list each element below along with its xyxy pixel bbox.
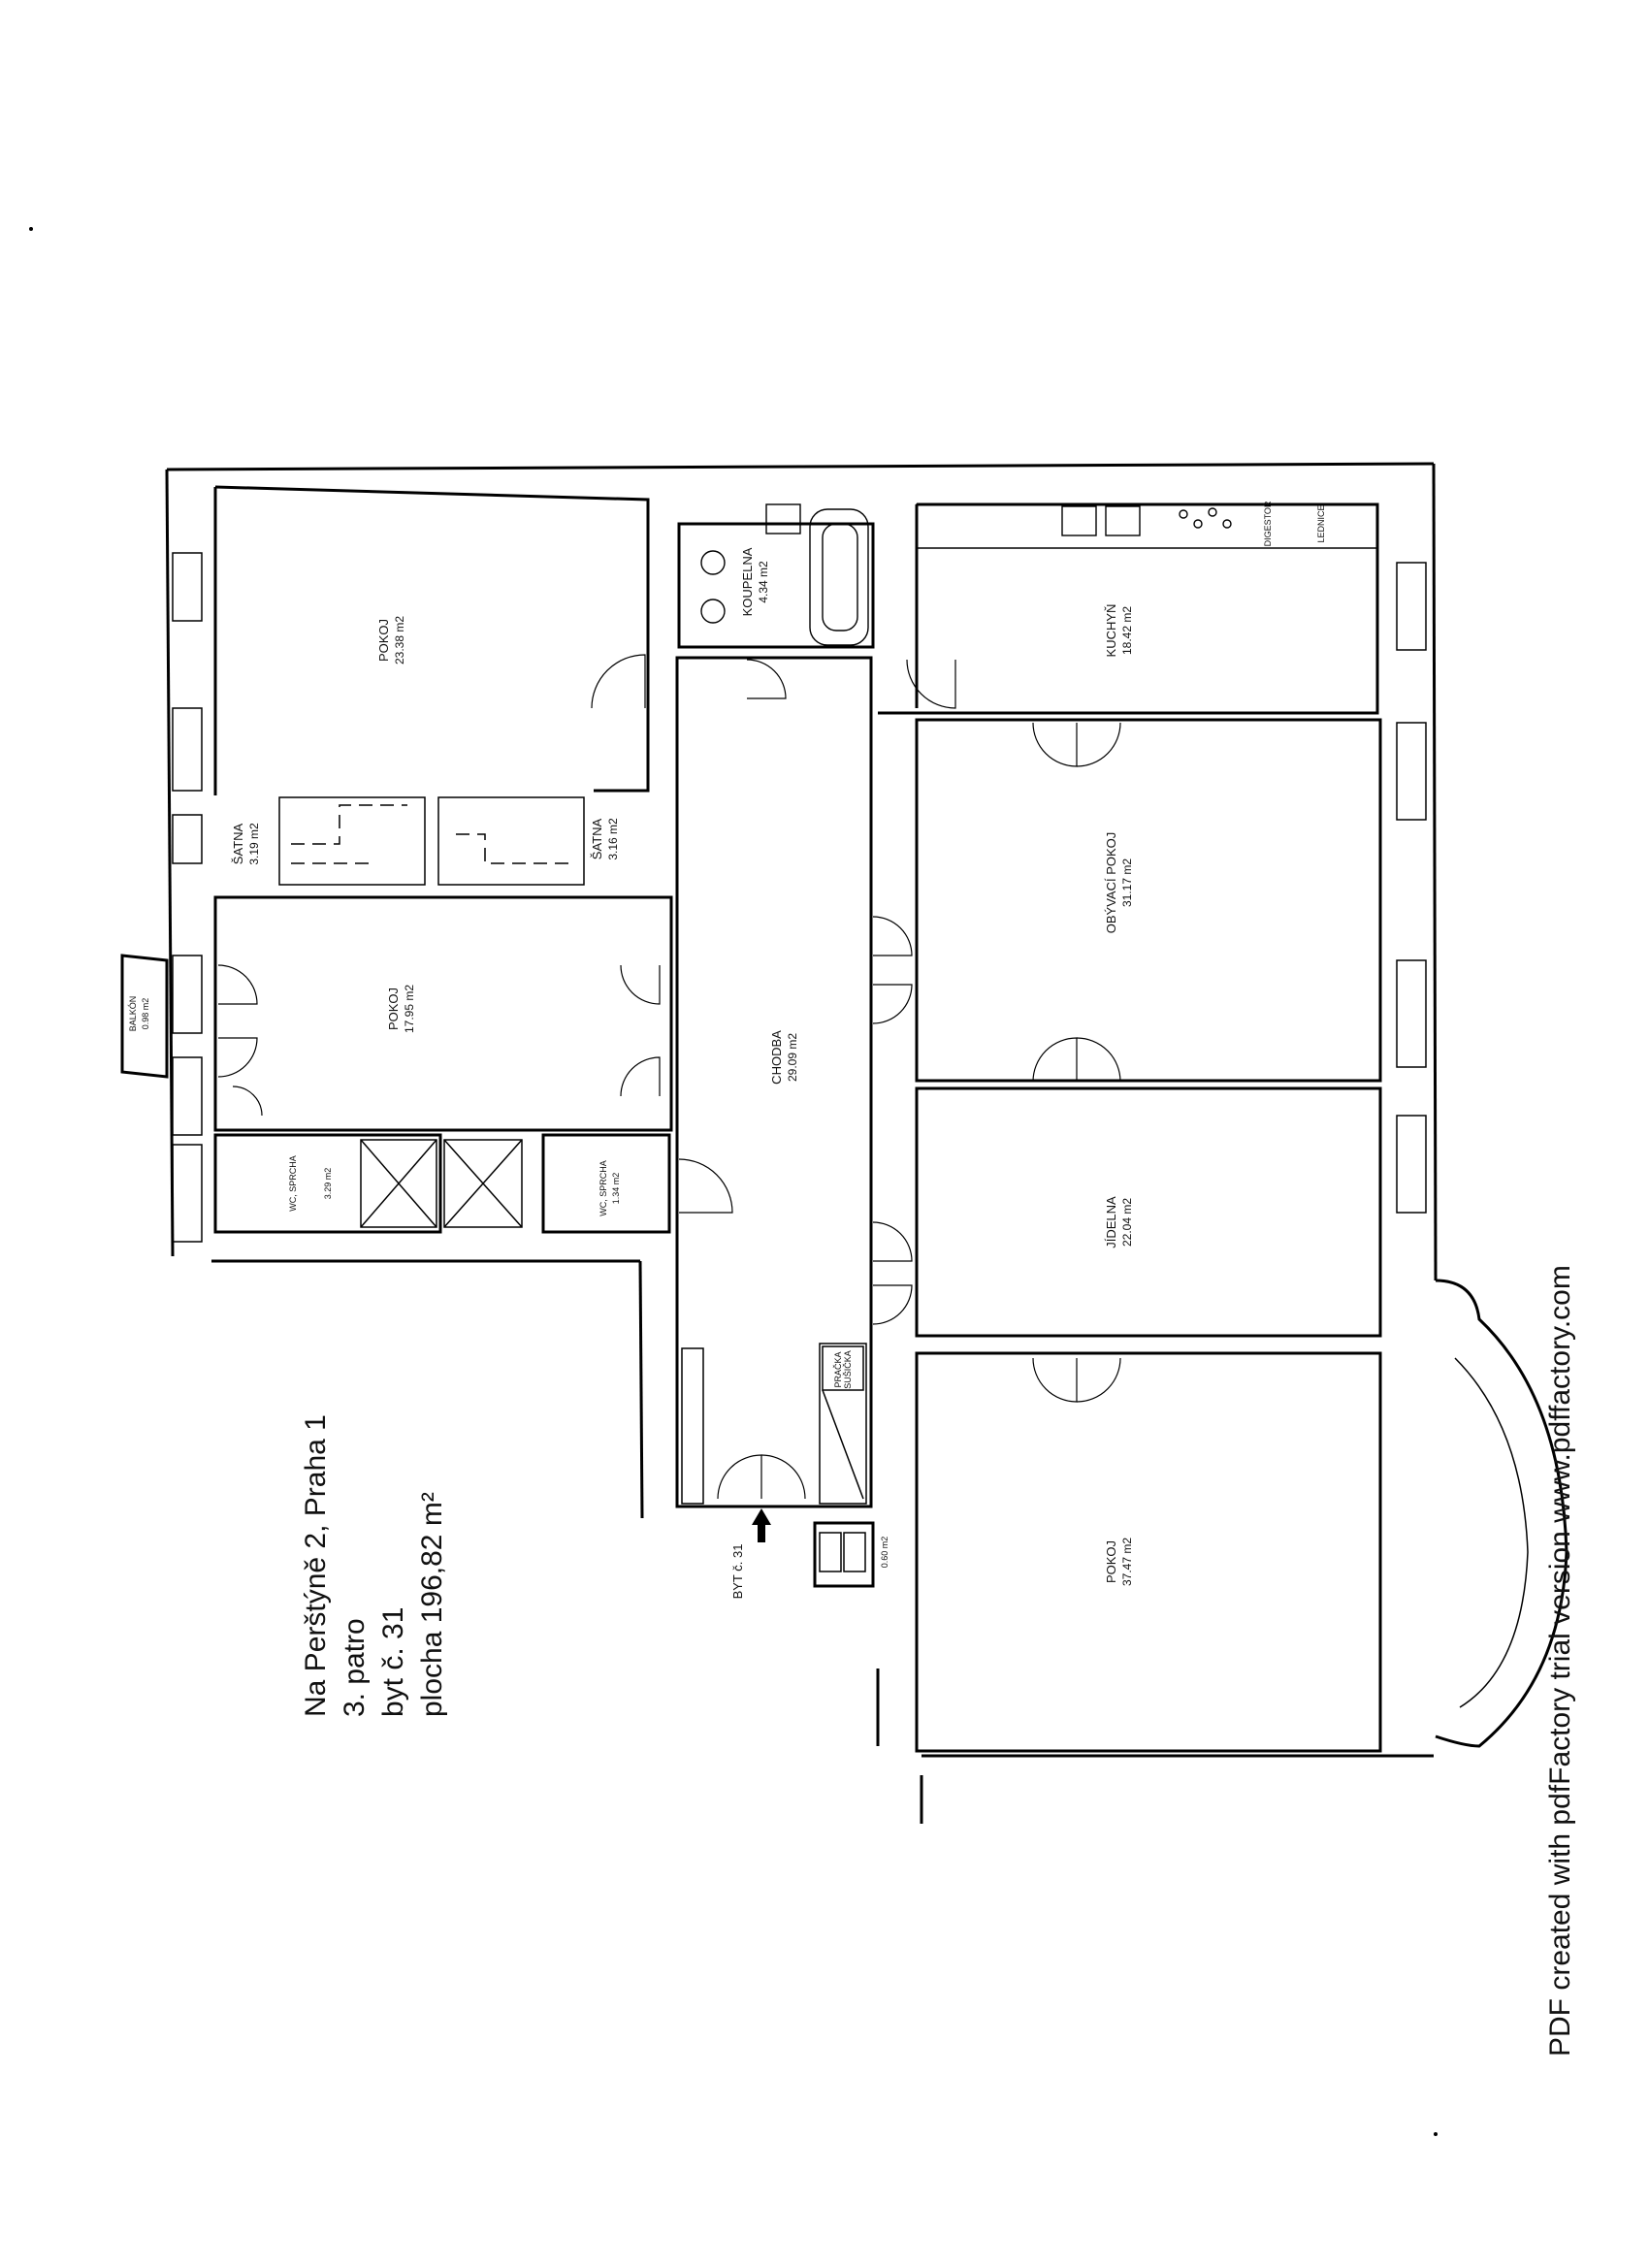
doors bbox=[217, 654, 1121, 1500]
svg-text:3.16 m2: 3.16 m2 bbox=[606, 818, 620, 860]
label-komora: 0.60 m2 bbox=[880, 1537, 889, 1569]
svg-text:3.19 m2: 3.19 m2 bbox=[247, 823, 261, 865]
svg-text:0.60 m2: 0.60 m2 bbox=[880, 1537, 889, 1569]
label-jidelna: JÍDELNA 22.04 m2 bbox=[1104, 1196, 1134, 1248]
svg-text:WC, SPRCHA: WC, SPRCHA bbox=[288, 1155, 298, 1212]
svg-text:4.34 m2: 4.34 m2 bbox=[757, 561, 770, 603]
svg-text:SUŠIČKA: SUŠIČKA bbox=[843, 1350, 853, 1389]
svg-text:ŠATNA: ŠATNA bbox=[231, 823, 245, 864]
label-digestor: DIGESTOŘ bbox=[1263, 501, 1273, 546]
svg-text:BALKÓN: BALKÓN bbox=[128, 996, 138, 1032]
svg-text:plocha 196,82 m²: plocha 196,82 m² bbox=[416, 1492, 448, 1717]
svg-text:WC, SPRCHA: WC, SPRCHA bbox=[598, 1160, 608, 1216]
svg-text:37.47 m2: 37.47 m2 bbox=[1120, 1538, 1134, 1586]
svg-text:POKOJ: POKOJ bbox=[386, 988, 401, 1030]
svg-text:18.42 m2: 18.42 m2 bbox=[1120, 606, 1134, 655]
svg-text:31.17 m2: 31.17 m2 bbox=[1120, 859, 1134, 907]
svg-text:1.34 m2: 1.34 m2 bbox=[611, 1173, 621, 1205]
label-chodba: CHODBA 29.09 m2 bbox=[769, 1030, 799, 1085]
label-lednice: LEDNICE bbox=[1316, 504, 1326, 542]
svg-text:JÍDELNA: JÍDELNA bbox=[1104, 1196, 1118, 1248]
svg-text:POKOJ: POKOJ bbox=[1104, 1540, 1118, 1583]
label-pokoj-mid: POKOJ 17.95 m2 bbox=[386, 985, 416, 1033]
label-pracka: PRAČKA SUŠIČKA bbox=[833, 1350, 853, 1389]
svg-text:DIGESTOŘ: DIGESTOŘ bbox=[1263, 501, 1273, 546]
label-obyvaci: OBÝVACÍ POKOJ 31.17 m2 bbox=[1104, 832, 1134, 934]
svg-text:29.09 m2: 29.09 m2 bbox=[786, 1033, 799, 1082]
svg-text:23.38 m2: 23.38 m2 bbox=[393, 616, 406, 664]
svg-text:OBÝVACÍ POKOJ: OBÝVACÍ POKOJ bbox=[1104, 832, 1118, 934]
label-koupelna: KOUPELNA 4.34 m2 bbox=[740, 547, 770, 616]
scan-speck bbox=[1434, 2132, 1438, 2136]
svg-text:POKOJ: POKOJ bbox=[376, 619, 391, 662]
svg-text:byt č. 31: byt č. 31 bbox=[377, 1607, 409, 1717]
label-satna-right: ŠATNA 3.16 m2 bbox=[590, 818, 620, 860]
label-balkon: BALKÓN 0.98 m2 bbox=[128, 996, 150, 1032]
svg-text:KOUPELNA: KOUPELNA bbox=[740, 547, 755, 616]
svg-text:PRAČKA: PRAČKA bbox=[833, 1351, 843, 1387]
svg-text:Na Perštýně 2, Praha 1: Na Perštýně 2, Praha 1 bbox=[300, 1414, 332, 1717]
svg-text:22.04 m2: 22.04 m2 bbox=[1120, 1198, 1134, 1247]
label-kuchyn: KUCHYŇ 18.42 m2 bbox=[1104, 604, 1134, 658]
svg-text:PDF created with pdfFactory tr: PDF created with pdfFactory trial versio… bbox=[1544, 1265, 1576, 2057]
svg-text:CHODBA: CHODBA bbox=[769, 1030, 784, 1085]
label-pokoj-top: POKOJ 23.38 m2 bbox=[376, 616, 406, 664]
svg-text:17.95 m2: 17.95 m2 bbox=[403, 985, 416, 1033]
label-entrance: BYT č. 31 bbox=[730, 1544, 745, 1600]
label-satna-left: ŠATNA 3.19 m2 bbox=[231, 823, 261, 865]
label-wc2: WC, SPRCHA 1.34 m2 bbox=[598, 1160, 621, 1216]
svg-text:BYT č. 31: BYT č. 31 bbox=[730, 1544, 745, 1600]
label-pokoj-big: POKOJ 37.47 m2 bbox=[1104, 1538, 1134, 1586]
label-wc1: WC, SPRCHA 3.29 m2 bbox=[288, 1155, 333, 1212]
svg-text:0.98 m2: 0.98 m2 bbox=[141, 998, 150, 1030]
svg-text:KUCHYŇ: KUCHYŇ bbox=[1104, 604, 1118, 658]
svg-text:ŠATNA: ŠATNA bbox=[590, 818, 604, 859]
address-block: Na Perštýně 2, Praha 1 3. patro byt č. 3… bbox=[300, 1414, 448, 1717]
pdf-footer: PDF created with pdfFactory trial versio… bbox=[1544, 1265, 1576, 2057]
svg-text:3.29 m2: 3.29 m2 bbox=[323, 1168, 333, 1200]
entrance-arrow-icon bbox=[752, 1508, 771, 1542]
svg-text:LEDNICE: LEDNICE bbox=[1316, 504, 1326, 542]
room-walls bbox=[120, 485, 1382, 1753]
scan-speck bbox=[29, 227, 33, 231]
svg-text:3. patro: 3. patro bbox=[339, 1618, 371, 1717]
outer-walls bbox=[165, 462, 1568, 1824]
